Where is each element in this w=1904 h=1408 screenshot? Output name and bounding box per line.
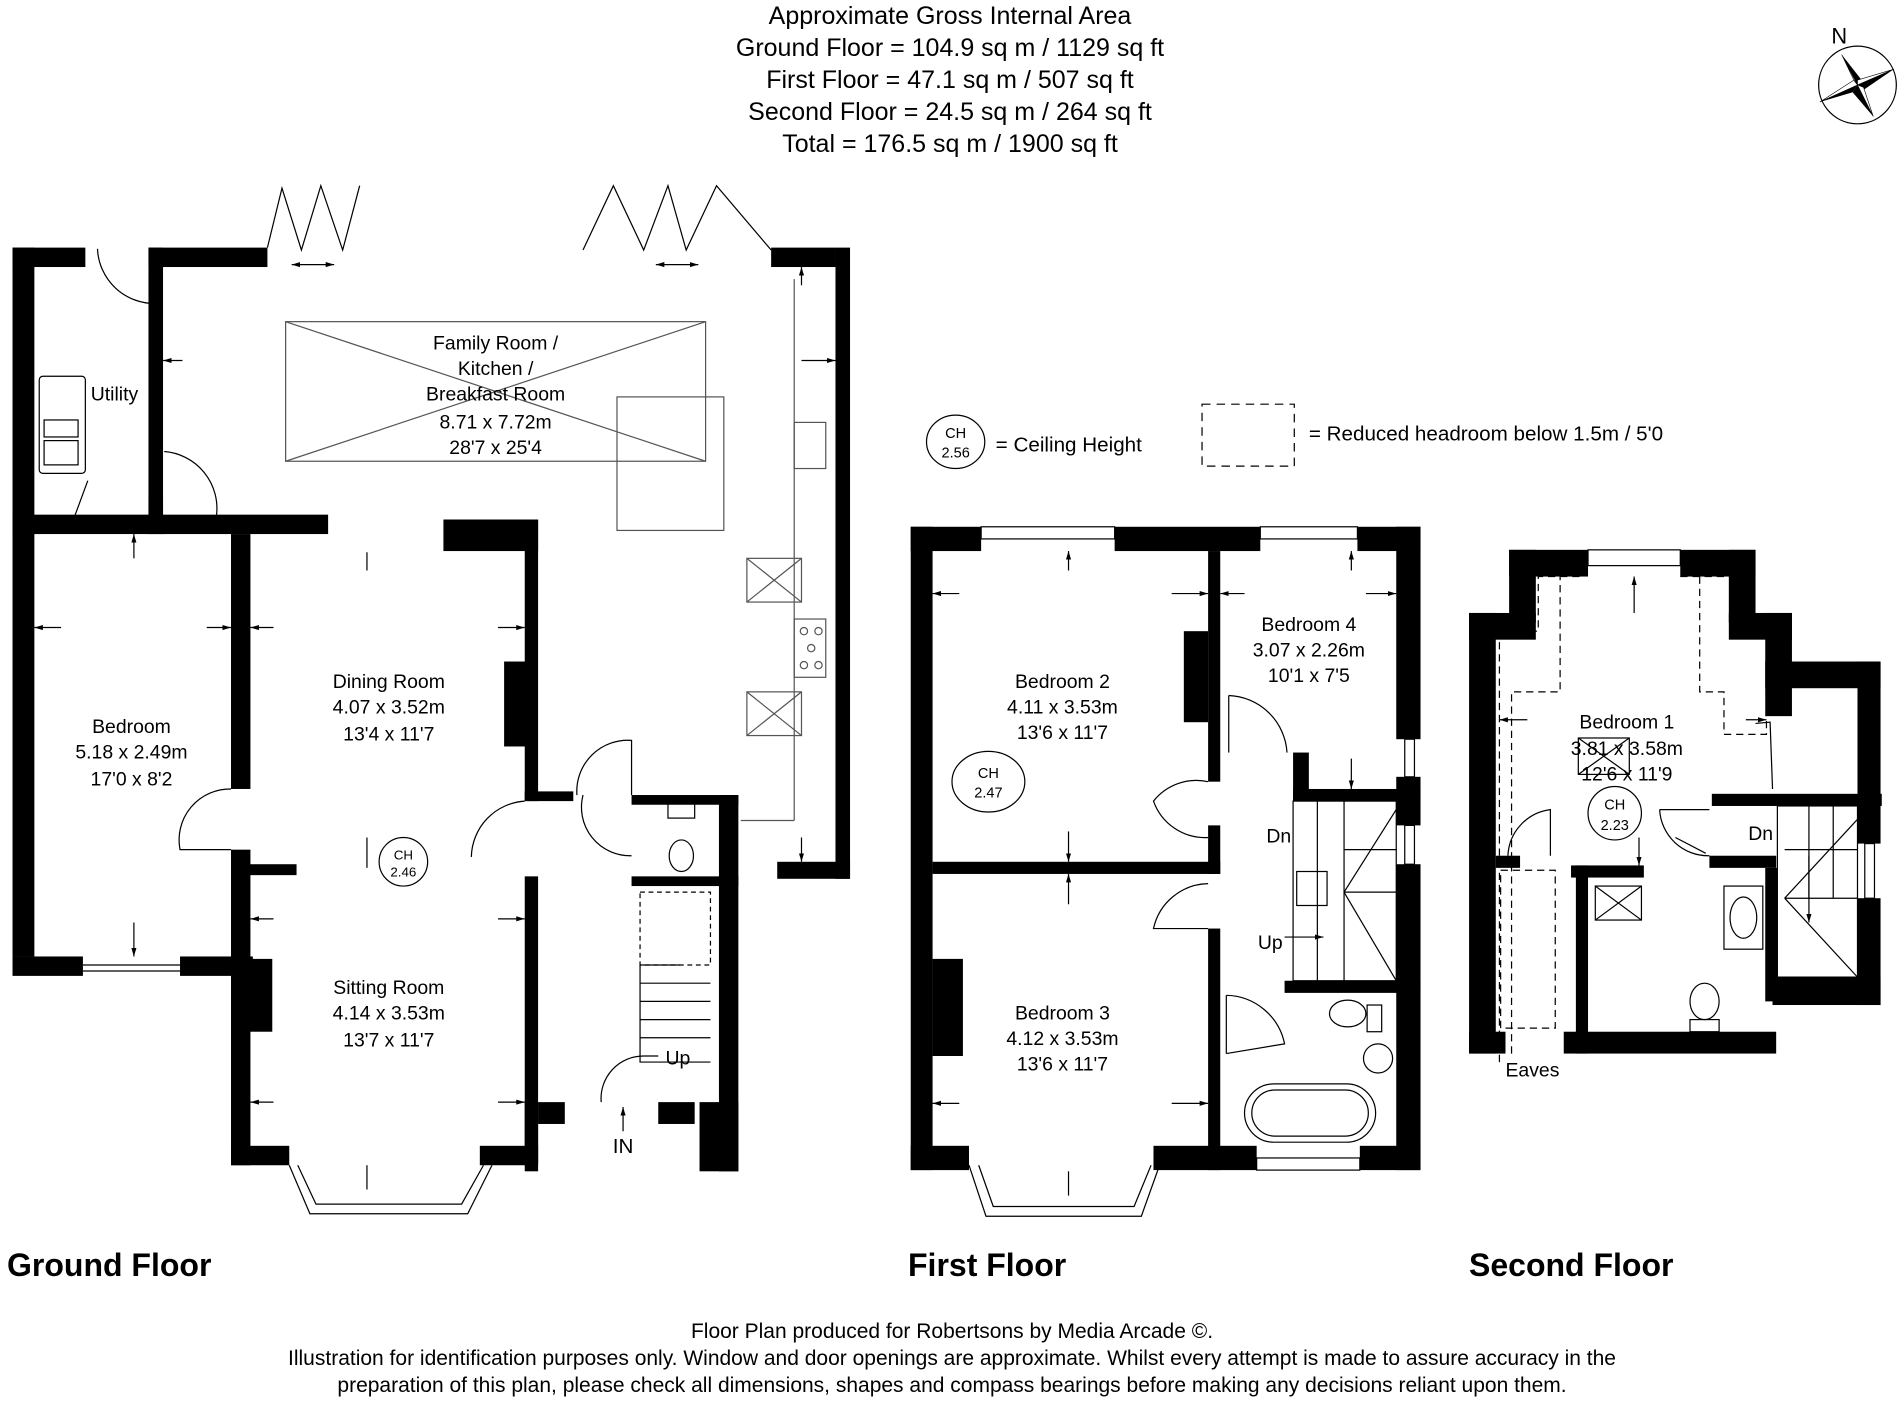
ch-label-second: CH <box>1604 798 1625 814</box>
area-total: Total = 176.5 sq m / 1900 sq ft <box>782 130 1118 158</box>
room-dim-bedroom-metric: 5.18 x 2.49m <box>75 742 187 764</box>
stairs-up-label-ground: Up <box>666 1047 691 1069</box>
room-dim-bedroom-3-imperial: 13'6 x 11'7 <box>1017 1054 1108 1076</box>
room-dim-bedroom-1-metric: 3.81 x 3.58m <box>1571 738 1683 760</box>
area-summary: Approximate Gross Internal Area Ground F… <box>0 0 1904 160</box>
ch-label-ground: CH <box>394 847 413 862</box>
ch-label-first: CH <box>978 766 999 782</box>
ground-floor-title: Ground Floor <box>7 1247 212 1283</box>
room-label-dining: Dining Room <box>333 671 445 693</box>
second-floor-title: Second Floor <box>1469 1247 1674 1283</box>
ground-floor-plan: Utility Family Room / Kitchen / Breakfas… <box>12 183 851 1215</box>
stairs-up-label-first: Up <box>1258 932 1283 954</box>
compass-north-label: N <box>1831 24 1847 49</box>
room-label-family: Family Room / <box>433 333 559 355</box>
room-dim-bedroom-3-metric: 4.12 x 3.53m <box>1006 1028 1118 1050</box>
first-floor-plan: Bedroom 2 4.11 x 3.53m 13'6 x 11'7 Bedro… <box>910 526 1421 1217</box>
ch-value-first: 2.47 <box>974 785 1002 801</box>
room-dim-sitting-metric: 4.14 x 3.53m <box>333 1003 445 1025</box>
room-label-kitchen: Kitchen / <box>458 358 534 380</box>
room-label-bedroom-3: Bedroom 3 <box>1015 1003 1110 1025</box>
room-dim-bedroom-1-imperial: 12'6 x 11'9 <box>1581 763 1672 785</box>
room-dim-dining-imperial: 13'4 x 11'7 <box>343 723 434 745</box>
room-dim-family-metric: 8.71 x 7.72m <box>440 411 552 433</box>
room-dim-bedroom-2-imperial: 13'6 x 11'7 <box>1017 722 1108 744</box>
footer-credit: Floor Plan produced for Robertsons by Me… <box>690 1320 1214 1343</box>
room-dim-bedroom-2-metric: 4.11 x 3.53m <box>1007 697 1118 719</box>
room-label-breakfast: Breakfast Room <box>426 384 565 406</box>
ch-value-second: 2.23 <box>1601 818 1629 834</box>
room-label-bedroom-2: Bedroom 2 <box>1015 671 1110 693</box>
area-title: Approximate Gross Internal Area <box>768 2 1132 30</box>
area-ground: Ground Floor = 104.9 sq m / 1129 sq ft <box>735 34 1165 62</box>
room-label-bedroom-4: Bedroom 4 <box>1261 614 1356 636</box>
footer: Floor Plan produced for Robertsons by Me… <box>0 1318 1904 1399</box>
legend-ch-label: CH <box>945 426 966 442</box>
legend-ch-value: 2.56 <box>941 446 969 462</box>
legend-reduced-headroom-text: = Reduced headroom below 1.5m / 5'0 <box>1309 423 1663 446</box>
stairs-down-label-second: Dn <box>1748 823 1773 845</box>
entrance-label: IN <box>613 1135 634 1158</box>
room-dim-sitting-imperial: 13'7 x 11'7 <box>343 1029 434 1051</box>
footer-disclaimer-1: Illustration for identification purposes… <box>288 1347 1616 1370</box>
room-dim-dining-metric: 4.07 x 3.52m <box>333 697 445 719</box>
second-floor-plan: Bedroom 1 3.81 x 3.58m 12'6 x 11'9 CH 2.… <box>1469 549 1882 1082</box>
ch-value-ground: 2.46 <box>390 864 416 879</box>
footer-disclaimer-2: preparation of this plan, please check a… <box>337 1374 1567 1397</box>
compass-rose-icon: N <box>1818 24 1897 125</box>
reduced-headroom-symbol <box>1201 403 1295 467</box>
area-second: Second Floor = 24.5 sq m / 264 sq ft <box>748 98 1152 126</box>
room-label-utility: Utility <box>91 384 139 406</box>
room-label-sitting: Sitting Room <box>333 977 444 999</box>
stairs-down-label-first: Dn <box>1266 825 1291 847</box>
room-dim-bedroom-imperial: 17'0 x 8'2 <box>91 768 173 790</box>
eaves-label: Eaves <box>1505 1060 1559 1082</box>
room-dim-family-imperial: 28'7 x 25'4 <box>449 437 542 459</box>
room-dim-bedroom-4-imperial: 10'1 x 7'5 <box>1268 665 1350 687</box>
legend-ceiling-height-text: = Ceiling Height <box>996 434 1142 457</box>
room-label-bedroom-1: Bedroom 1 <box>1579 711 1674 733</box>
first-floor-title: First Floor <box>908 1247 1067 1283</box>
room-dim-bedroom-4-metric: 3.07 x 2.26m <box>1253 640 1365 662</box>
area-first: First Floor = 47.1 sq m / 507 sq ft <box>766 66 1134 94</box>
room-label-bedroom-ground: Bedroom <box>92 716 171 738</box>
legend: CH 2.56 = Ceiling Height = Reduced headr… <box>925 403 1663 470</box>
